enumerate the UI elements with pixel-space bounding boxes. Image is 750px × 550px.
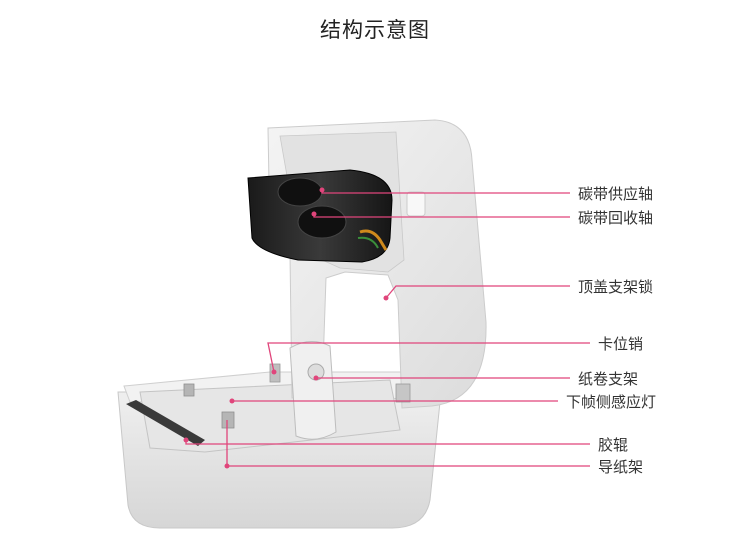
leader-dot-top-bracket-lock [383, 295, 389, 301]
leader-line-locating-pin [267, 342, 590, 373]
callout-label-gap-sensor-light: 下帧侧感应灯 [566, 393, 657, 411]
paper-roll-holder-part [289, 341, 337, 440]
callout-label-locating-pin: 卡位销 [598, 335, 644, 353]
paper-guide-part [221, 411, 235, 429]
leader-dot-ribbon-rewind-shaft [311, 211, 317, 217]
ribbon-supply-spool [277, 177, 323, 207]
leader-dot-platen-roller [183, 437, 189, 443]
callout-label-top-bracket-lock: 顶盖支架锁 [578, 278, 654, 296]
leader-dot-paper-roll-holder [313, 375, 319, 381]
cover-button [406, 191, 426, 217]
leader-dot-paper-guide [224, 463, 230, 469]
ribbon-rewind-spool [297, 205, 347, 239]
callout-label-ribbon-rewind-shaft: 碳带回收轴 [578, 209, 654, 227]
printer-illustration [117, 119, 487, 529]
callout-label-paper-roll-holder: 纸卷支架 [578, 370, 639, 388]
inner-tray [139, 379, 401, 453]
leader-line-top-bracket-lock [385, 285, 570, 299]
callout-label-paper-guide: 导纸架 [598, 458, 644, 476]
front-roller-strip [126, 400, 205, 446]
leader-line-paper-guide [226, 420, 590, 467]
callout-label-ribbon-supply-shaft: 碳带供应轴 [578, 185, 654, 203]
leader-dot-gap-sensor-light [229, 398, 235, 404]
callout-leaders [183, 187, 590, 469]
leader-dot-ribbon-supply-shaft [319, 187, 325, 193]
cable-wires [359, 229, 388, 251]
leader-dot-locating-pin [271, 369, 277, 375]
gap-sensor-part [395, 383, 411, 403]
page-title: 结构示意图 [320, 18, 430, 42]
callout-label-platen-roller: 胶辊 [598, 436, 629, 454]
